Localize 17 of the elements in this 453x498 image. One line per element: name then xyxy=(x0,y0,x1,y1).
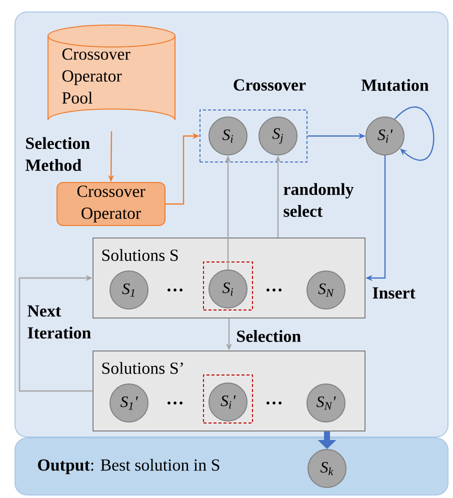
ellipsis-dots: … xyxy=(266,288,282,292)
highlight-box xyxy=(203,262,253,310)
highlight-box xyxy=(203,374,253,424)
edge-label: Next Iteration xyxy=(28,305,91,339)
edge-label: randomly select xyxy=(284,183,354,217)
process-box: Crossover Operator xyxy=(56,182,166,226)
arrow xyxy=(394,106,434,161)
group-heading: Crossover xyxy=(234,79,306,91)
heading-text: Mutation xyxy=(361,79,429,91)
edge-label: Selection Method xyxy=(26,137,90,171)
database-cylinder: Crossover Operator Pool xyxy=(48,24,176,120)
edge-label: Insert xyxy=(372,287,416,299)
ellipsis-dots: … xyxy=(168,402,183,404)
ellipsis-dots: … xyxy=(266,402,282,404)
ellipsis-dots: … xyxy=(168,288,183,292)
arrow xyxy=(18,274,92,392)
edge-label: Selection xyxy=(237,330,301,342)
